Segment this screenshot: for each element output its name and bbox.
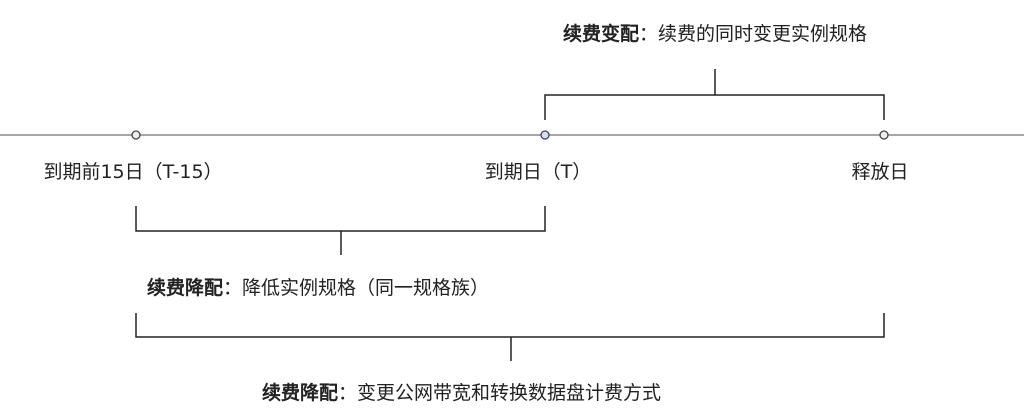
label-separator: ： [338,382,358,404]
timeline-dot-t-15 [131,130,141,140]
bracket-renew-change [544,69,885,120]
label-title: 续费降配 [262,382,339,404]
bracket-label-renew-downgrade-spec: 续费降配：降低实例规格（同一规格族） [147,276,489,300]
bracket-label-renew-change: 续费变配：续费的同时变更实例规格 [563,22,867,46]
bracket-renew-downgrade-network [135,313,885,361]
label-desc: 降低实例规格（同一规格族） [242,277,490,299]
timeline-label-release: 释放日 [851,161,909,183]
label-desc: 变更公网带宽和转换数据盘计费方式 [357,382,662,404]
bracket-label-renew-downgrade-network: 续费降配：变更公网带宽和转换数据盘计费方式 [262,381,661,405]
label-separator: ： [638,23,659,45]
timeline-dot-release [879,130,889,140]
bracket-renew-downgrade-spec [135,206,546,255]
timeline-dot-t [540,130,550,140]
label-separator: ： [223,277,243,299]
label-title: 续费降配 [147,277,224,299]
timeline-label-t-15: 到期前15日（T-15） [43,161,223,183]
label-desc: 续费的同时变更实例规格 [658,23,868,45]
label-title: 续费变配 [562,23,639,45]
timeline-label-t: 到期日（T） [484,161,592,183]
